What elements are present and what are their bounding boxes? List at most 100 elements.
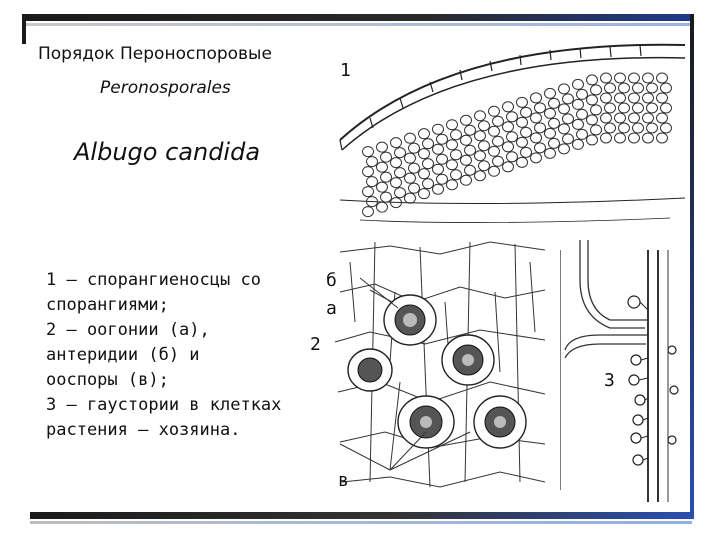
sporangium (558, 103, 570, 115)
sporangium (516, 96, 528, 108)
sporangium (548, 117, 560, 129)
sporangium (590, 84, 602, 96)
sporangium (408, 162, 420, 174)
sporangium (604, 82, 616, 94)
legend-line: спорангиями; (46, 295, 169, 315)
sporangium (572, 98, 584, 110)
sporangium (558, 83, 570, 95)
sporangium (446, 139, 458, 151)
sporangium (628, 72, 640, 84)
sporangium (604, 122, 616, 134)
legend-line: 3 – гаустории в клетках (46, 395, 282, 415)
sporangium (642, 112, 654, 124)
sporangium (516, 116, 528, 128)
order-title-latin: Peronosporales (100, 78, 231, 98)
sporangium (432, 163, 444, 175)
sporangium (600, 112, 612, 124)
sporangium (586, 74, 598, 86)
sporangium (506, 111, 518, 123)
sporangium (576, 88, 588, 100)
sporangiophores-illustration (330, 30, 690, 226)
sporangium (432, 183, 444, 195)
sporangium (646, 82, 658, 94)
sporangium (628, 132, 640, 144)
sporangium (534, 102, 546, 114)
figure-legend: 1 – спорангиеносцы со спорангиями; 2 – о… (46, 268, 306, 443)
sporangium (502, 141, 514, 153)
top-frame-accent (22, 23, 692, 26)
sporangium (530, 132, 542, 144)
sporangium (432, 123, 444, 135)
figure-label-v: в (338, 470, 349, 491)
sporangium (544, 87, 556, 99)
legend-line: 2 – оогонии (а), (46, 320, 210, 340)
sporangium (618, 122, 630, 134)
sporangium (586, 134, 598, 146)
sporangium (618, 82, 630, 94)
sporangium (422, 178, 434, 190)
sporangium (656, 72, 668, 84)
sporangium (614, 132, 626, 144)
sporangium (632, 102, 644, 114)
sporangium (618, 102, 630, 114)
sporangium (520, 126, 532, 138)
sporangium (558, 143, 570, 155)
sporangium (656, 132, 668, 144)
sporangium (422, 158, 434, 170)
sporangium (614, 112, 626, 124)
sporangium (404, 152, 416, 164)
legend-line: антеридии (б) и (46, 345, 200, 365)
sporangium (408, 182, 420, 194)
sporangium (362, 146, 374, 158)
sporangium (474, 150, 486, 162)
figure-label-b: б (326, 270, 337, 291)
sporangium (600, 72, 612, 84)
sporangium (586, 94, 598, 106)
sporangium (460, 154, 472, 166)
sporangium (376, 201, 388, 213)
sporangium (380, 191, 392, 203)
sporangium (436, 173, 448, 185)
haustoria-illustration (560, 240, 690, 502)
sporangium (446, 119, 458, 131)
sporangium (362, 206, 374, 218)
sporangium (394, 147, 406, 159)
sporangium (632, 122, 644, 134)
sporangium (418, 168, 430, 180)
sporangium (450, 149, 462, 161)
sporangium (404, 172, 416, 184)
sporangium (520, 106, 532, 118)
sporangium (516, 156, 528, 168)
sporangium (534, 142, 546, 154)
sporangium (572, 78, 584, 90)
sporangium (376, 161, 388, 173)
sporangium (390, 157, 402, 169)
legend-line: растения – хозяина. (46, 420, 241, 440)
sporangium (408, 142, 420, 154)
sporangium (376, 141, 388, 153)
sporangium (660, 82, 672, 94)
bottom-frame-accent (30, 521, 692, 524)
sporangium (572, 138, 584, 150)
sporangium (394, 167, 406, 179)
species-name: Albugo candida (74, 138, 261, 166)
sporangium (418, 188, 430, 200)
sporangium (446, 159, 458, 171)
legend-line: ооспоры (в); (46, 370, 169, 390)
sporangium (576, 128, 588, 140)
sporangium (404, 132, 416, 144)
sporangium (366, 176, 378, 188)
sporangium (534, 122, 546, 134)
sporangium (380, 171, 392, 183)
sporangium (492, 135, 504, 147)
sporangium (520, 146, 532, 158)
sporangium (474, 170, 486, 182)
sporangium (450, 129, 462, 141)
sporangium (366, 196, 378, 208)
sporangium (544, 147, 556, 159)
sporangium (464, 144, 476, 156)
sporangium (474, 110, 486, 122)
sporangium (362, 186, 374, 198)
sporangium (544, 127, 556, 139)
